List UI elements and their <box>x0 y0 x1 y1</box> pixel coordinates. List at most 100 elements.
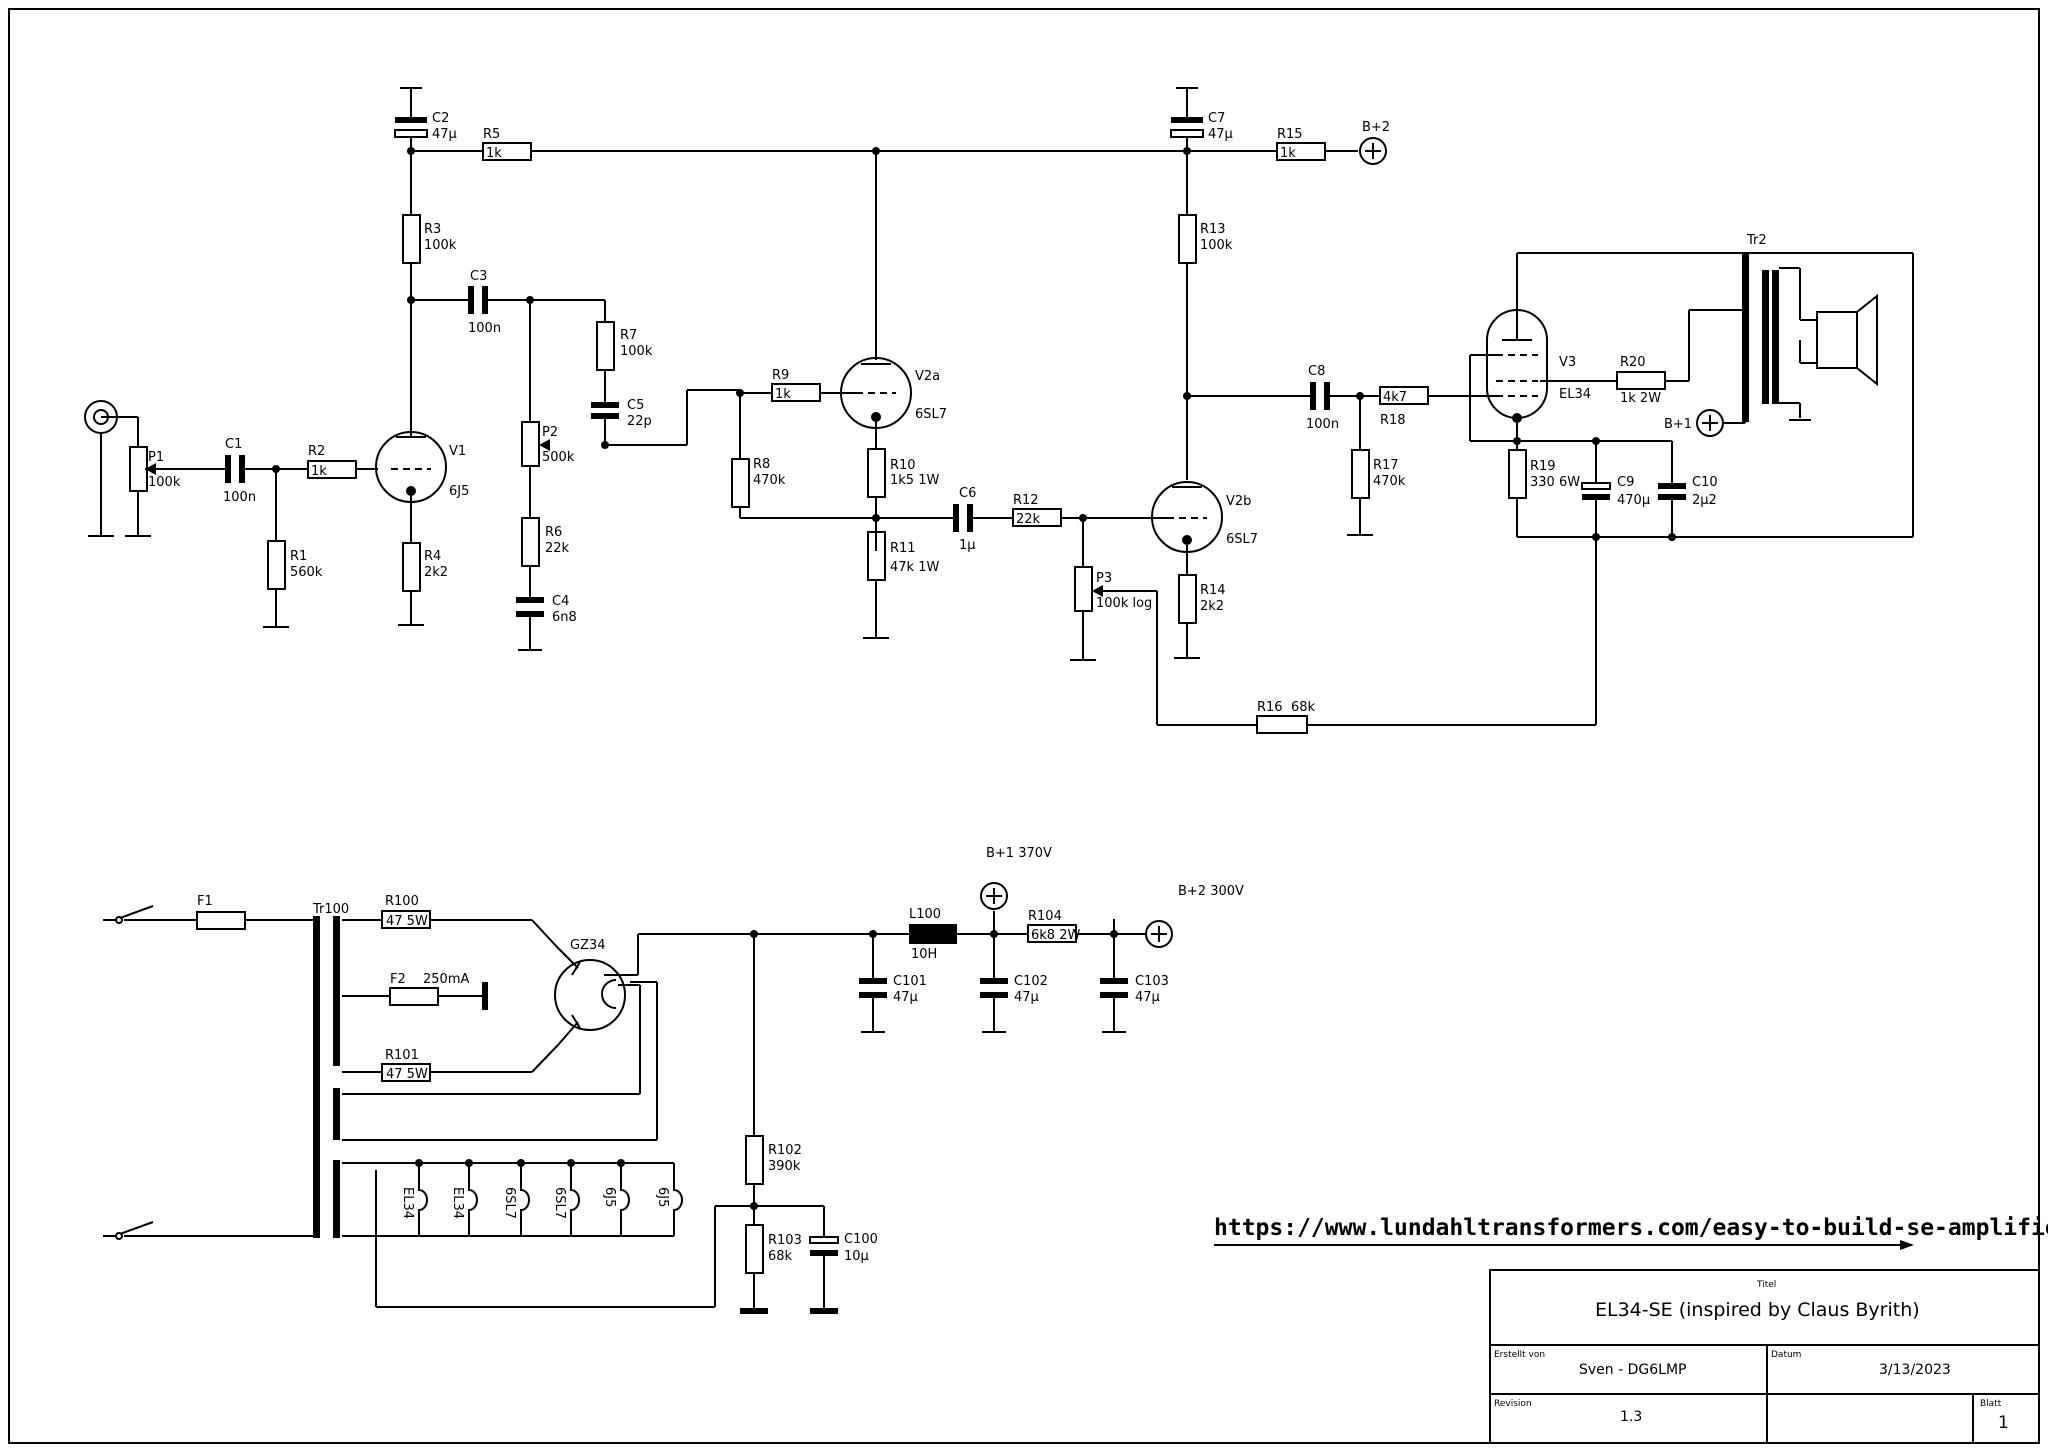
svg-text:1k5 1W: 1k5 1W <box>890 473 939 488</box>
svg-text:R18: R18 <box>1380 413 1406 428</box>
resistor-r10: R10 1k5 1W <box>867 448 939 498</box>
heater-label: EL34 <box>450 1187 465 1219</box>
svg-text:6J5: 6J5 <box>449 484 469 499</box>
capacitor-c6: C6 1µ <box>953 486 976 553</box>
svg-text:B+2 300V: B+2 300V <box>1178 884 1244 899</box>
svg-text:F2: F2 <box>390 972 406 987</box>
svg-text:47k 1W: 47k 1W <box>890 560 939 575</box>
speaker <box>1816 293 1878 387</box>
svg-text:P2: P2 <box>542 425 558 440</box>
svg-text:R102: R102 <box>768 1143 802 1158</box>
svg-text:47µ: 47µ <box>1208 127 1233 142</box>
svg-text:C7: C7 <box>1208 111 1225 126</box>
svg-text:C8: C8 <box>1308 364 1325 379</box>
svg-text:250mA: 250mA <box>423 972 469 987</box>
svg-text:47µ: 47µ <box>1135 990 1160 1005</box>
resistor-r4: R4 2k2 <box>402 542 448 592</box>
svg-text:22k: 22k <box>545 541 570 556</box>
svg-text:R101: R101 <box>385 1048 419 1063</box>
svg-text:R2: R2 <box>308 444 325 459</box>
terminal-bplus1-amp: B+1 <box>1664 409 1724 437</box>
svg-text:47 5W: 47 5W <box>386 1067 428 1082</box>
author-value: Sven - DG6LMP <box>1579 1362 1687 1378</box>
amplifier-junctions <box>272 147 1676 541</box>
title-block <box>1489 1269 2040 1444</box>
svg-text:C9: C9 <box>1617 475 1634 490</box>
inductor-l100: L100 10H <box>909 907 957 962</box>
capacitor-c9: C9 470µ <box>1581 475 1650 508</box>
resistor-r17: R17 470k <box>1351 449 1406 499</box>
svg-text:68k: 68k <box>1291 700 1316 715</box>
resistor-r5: R5 1k <box>482 127 532 161</box>
svg-text:390k: 390k <box>768 1159 801 1174</box>
svg-text:47µ: 47µ <box>893 990 918 1005</box>
resistor-r1: R1 560k <box>267 540 323 590</box>
tube-v3: V3 EL34 <box>1486 309 1591 441</box>
capacitor-c4: C4 6n8 <box>516 594 577 625</box>
potentiometer-p2: P2 500k <box>521 421 575 467</box>
svg-text:10H: 10H <box>911 947 937 962</box>
resistor-r19: R19 330 6W <box>1508 449 1580 499</box>
author-label: Erstellt von <box>1494 1350 1546 1360</box>
svg-text:47µ: 47µ <box>432 127 457 142</box>
svg-text:47 5W: 47 5W <box>386 914 428 929</box>
resistor-r6: R6 22k <box>521 517 570 567</box>
mains-switch-top <box>115 916 123 924</box>
svg-text:C2: C2 <box>432 111 449 126</box>
resistor-r18: 4k7 R18 <box>1379 386 1429 428</box>
svg-text:C103: C103 <box>1135 974 1169 989</box>
svg-text:B+1: B+1 <box>1664 417 1692 432</box>
resistor-r9: R9 1k <box>771 368 821 402</box>
resistor-r13: R13 100k <box>1178 214 1233 264</box>
project-url[interactable]: https://www.lundahltransformers.com/easy… <box>1214 1215 2048 1249</box>
svg-text:22p: 22p <box>627 414 652 429</box>
svg-text:100n: 100n <box>468 321 501 336</box>
svg-text:100n: 100n <box>1306 417 1339 432</box>
tube-v2a: V2a 6SL7 <box>840 357 947 430</box>
svg-text:1k: 1k <box>486 146 502 161</box>
svg-text:C4: C4 <box>552 594 569 609</box>
resistor-r3: R3 100k <box>402 214 457 264</box>
input-jack <box>84 400 118 434</box>
svg-text:6n8: 6n8 <box>552 610 577 625</box>
date-value: 3/13/2023 <box>1879 1362 1951 1378</box>
resistor-r12: R12 22k <box>1012 493 1062 527</box>
heater-label: 6SL7 <box>552 1187 567 1219</box>
resistor-r16: R16 68k <box>1256 700 1316 734</box>
ground-c100 <box>810 1308 838 1314</box>
svg-text:100k log: 100k log <box>1096 596 1152 611</box>
resistor-r7: R7 100k <box>596 321 653 371</box>
potentiometer-p3: P3 100k log <box>1074 566 1152 612</box>
svg-text:C5: C5 <box>627 398 644 413</box>
svg-text:100k: 100k <box>424 238 457 253</box>
terminal-bplus2: B+2 <box>1359 120 1390 165</box>
svg-text:1k: 1k <box>775 387 791 402</box>
capacitor-c8: C8 100n <box>1306 364 1339 432</box>
svg-text:R17: R17 <box>1373 458 1399 473</box>
svg-text:C100: C100 <box>844 1232 878 1247</box>
url-arrowhead <box>1900 1240 1914 1250</box>
svg-text:R19: R19 <box>1530 459 1556 474</box>
transformer-tr2: Tr2 <box>1742 233 1779 422</box>
svg-text:1k 2W: 1k 2W <box>1620 391 1661 406</box>
capacitor-c5: C5 22p <box>591 398 652 429</box>
tube-v1: V1 6J5 <box>375 431 469 503</box>
svg-text:V3: V3 <box>1559 355 1576 370</box>
svg-text:100n: 100n <box>223 490 256 505</box>
capacitor-c1: C1 100n <box>223 437 256 505</box>
svg-text:1µ: 1µ <box>959 538 976 553</box>
svg-text:6SL7: 6SL7 <box>1226 532 1258 547</box>
svg-text:68k: 68k <box>768 1249 793 1264</box>
svg-text:500k: 500k <box>542 450 575 465</box>
capacitor-c102: C102 47µ <box>980 974 1048 1005</box>
terminal-bplus2-psu: B+2 300V <box>1114 884 1244 948</box>
svg-text:2k2: 2k2 <box>1200 599 1224 614</box>
tube-v2b: V2b 6SL7 <box>1150 481 1258 553</box>
svg-text:C6: C6 <box>959 486 976 501</box>
potentiometer-p1: P1 100k <box>129 446 181 492</box>
heater-label: EL34 <box>400 1187 415 1219</box>
url-text[interactable]: https://www.lundahltransformers.com/easy… <box>1214 1215 2048 1241</box>
fuse-f2: F2 250mA <box>389 972 488 1010</box>
svg-text:Tr100: Tr100 <box>312 902 349 917</box>
svg-text:330 6W: 330 6W <box>1530 475 1580 490</box>
